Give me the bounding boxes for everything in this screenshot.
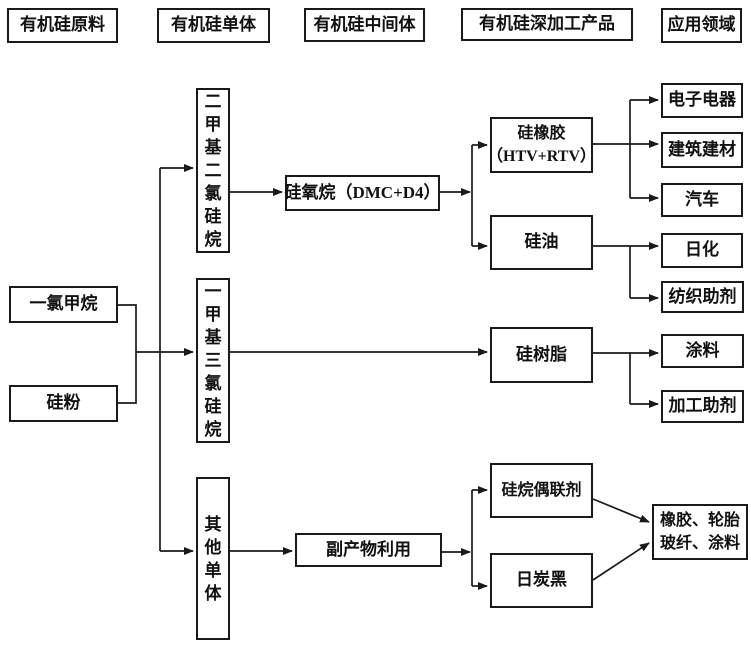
node-methyl-chloride: 一氯甲烷 — [9, 286, 118, 323]
node-carbon-black: 日炭黑 — [490, 553, 593, 608]
node-silicone-resin: 硅树脂 — [490, 327, 593, 383]
header-applications: 应用领域 — [661, 8, 742, 43]
header-raw-materials: 有机硅原料 — [7, 8, 118, 43]
node-byproduct-use: 副产物利用 — [295, 533, 442, 567]
node-construction: 建筑建材 — [661, 132, 743, 168]
node-daily-chemicals: 日化 — [661, 233, 743, 268]
node-label: 其他单体 — [204, 514, 222, 603]
node-dimethyldichlorosilane: 二甲基二氯硅烷 — [196, 88, 230, 253]
edge-coupling-to-final-apps — [592, 498, 650, 523]
edge-raw-materials-bracket — [118, 304, 137, 404]
node-label: 二甲基二氯硅烷 — [204, 92, 222, 249]
header-intermediates: 有机硅中间体 — [304, 8, 425, 42]
node-other-monomers: 其他单体 — [196, 477, 230, 640]
header-monomers: 有机硅单体 — [157, 8, 270, 43]
edge-carbon-to-final-apps — [592, 542, 650, 581]
node-label-line1: 硅橡胶 — [517, 125, 566, 142]
node-label-line2: （HTV+RTV） — [487, 148, 597, 165]
node-silicone-oil: 硅油 — [490, 215, 593, 270]
node-silicon-powder: 硅粉 — [9, 385, 118, 422]
node-silicone-rubber: 硅橡胶 （HTV+RTV） — [487, 117, 597, 173]
node-final-applications: 橡胶、轮胎 玻纤、涂料 — [652, 504, 748, 560]
node-label: 一甲基三氯硅烷 — [204, 282, 222, 439]
node-methyltrichlorosilane: 一甲基三氯硅烷 — [196, 278, 230, 443]
node-coupling-agent: 硅烷偶联剂 — [490, 463, 593, 518]
node-electronics: 电子电器 — [661, 83, 743, 118]
node-siloxane: 硅氧烷（DMC+D4） — [284, 175, 441, 211]
node-label-line2: 玻纤、涂料 — [659, 535, 740, 552]
node-automobile: 汽车 — [661, 183, 743, 217]
node-coatings: 涂料 — [661, 334, 744, 368]
header-processed-products: 有机硅深加工产品 — [461, 8, 633, 41]
node-label-line1: 橡胶、轮胎 — [659, 512, 740, 529]
node-textile-auxiliaries: 纺织助剂 — [661, 281, 744, 313]
node-processing-aids: 加工助剂 — [661, 390, 744, 423]
